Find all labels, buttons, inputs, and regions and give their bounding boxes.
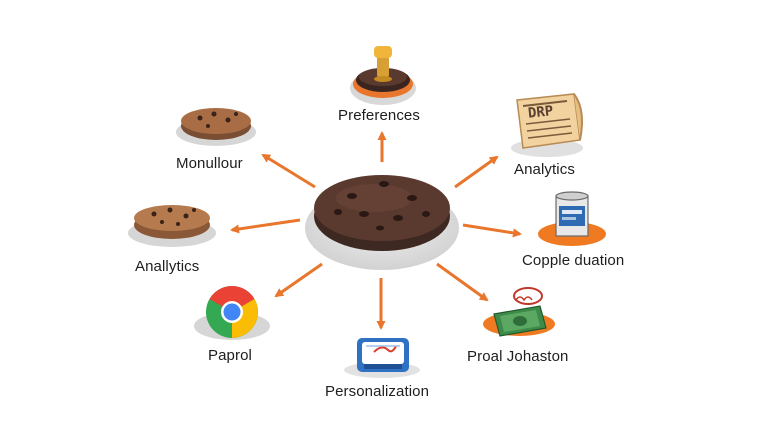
svg-text:DRP: DRP bbox=[527, 103, 554, 122]
node-label-analytics-right: Analytics bbox=[514, 161, 575, 178]
can-icon bbox=[538, 191, 606, 246]
node-label-analytics-left: Anallytics bbox=[135, 258, 200, 275]
calendar-icon bbox=[344, 338, 420, 378]
chrome-icon bbox=[194, 286, 270, 340]
cookie-icon-monullour bbox=[176, 108, 256, 146]
arrow-paprol bbox=[274, 262, 323, 298]
node-label-preferences: Preferences bbox=[338, 107, 420, 124]
node-label-personalization: Personalization bbox=[325, 383, 430, 400]
banknote-icon bbox=[483, 287, 555, 337]
cookie-icon-analytics-left bbox=[128, 205, 216, 247]
node-label-copple-duation: Copple duation bbox=[522, 252, 625, 269]
document-icon: DRP bbox=[511, 93, 583, 157]
stamp-icon bbox=[350, 46, 416, 105]
arrow-copple-duation bbox=[462, 223, 522, 238]
node-label-monullour: Monullour bbox=[176, 155, 243, 172]
arrow-analytics-right bbox=[454, 155, 499, 189]
connector-arrows bbox=[230, 131, 522, 330]
node-label-proal-johaston: Proal Johaston bbox=[467, 348, 569, 365]
arrow-analytics-left bbox=[230, 218, 301, 234]
node-label-paprol: Paprol bbox=[208, 347, 252, 364]
arrow-monullour bbox=[261, 153, 316, 189]
arrow-proal-johaston bbox=[436, 262, 489, 302]
center-cookie-icon bbox=[305, 175, 459, 270]
